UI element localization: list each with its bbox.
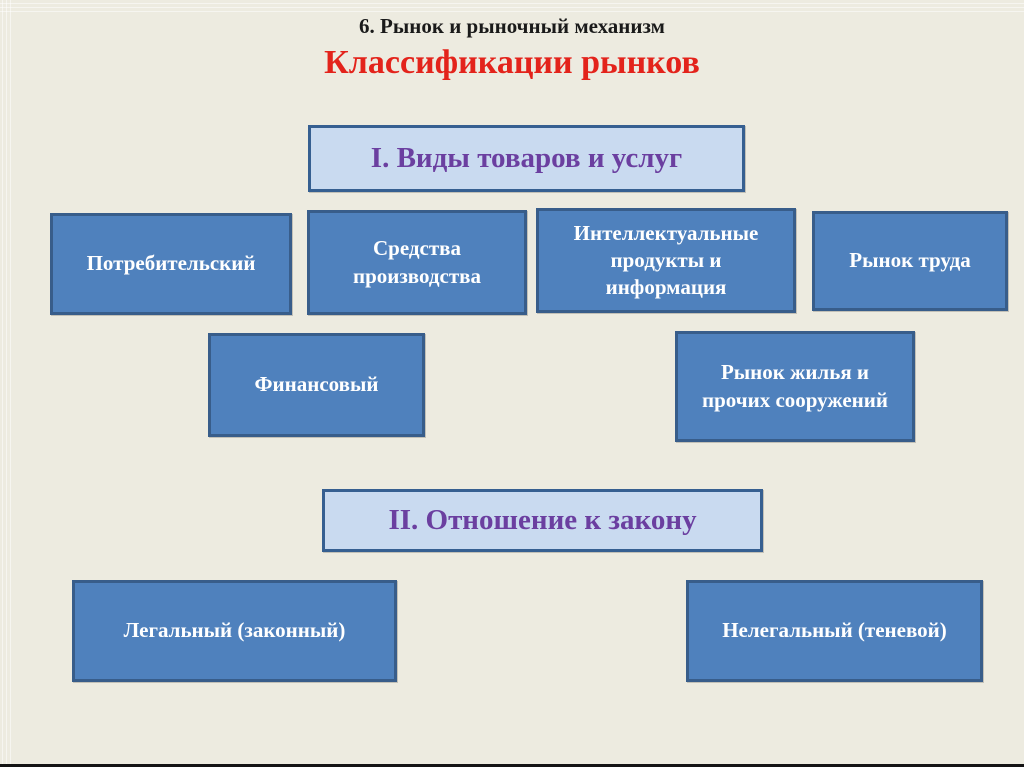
edge-guide-line [6, 0, 7, 767]
section-1-header: I. Виды товаров и услуг [308, 125, 745, 192]
slide-supertitle: 6. Рынок и рыночный механизм [359, 14, 665, 38]
category-box-housing-market: Рынок жилья и прочих сооружений [675, 331, 915, 442]
category-box-intellectual-products: Интеллектуальные продукты и информация [536, 208, 796, 313]
category-box-labor-market: Рынок труда [812, 211, 1008, 311]
category-box-consumer: Потребительский [50, 213, 292, 315]
slide-title: Классификации рынков [324, 44, 700, 81]
edge-guide-line [0, 11, 1024, 12]
edge-guide-line [0, 3, 1024, 4]
edge-guide-line [0, 7, 1024, 8]
section-2-header: II. Отношение к закону [322, 489, 763, 552]
category-box-illegal-market: Нелегальный (теневой) [686, 580, 983, 682]
slide-bottom-border [0, 764, 1024, 767]
edge-guide-line [10, 0, 11, 767]
category-box-financial: Финансовый [208, 333, 425, 437]
edge-guide-line [2, 0, 3, 767]
category-box-legal-market: Легальный (законный) [72, 580, 397, 682]
category-box-means-of-production: Средства производства [307, 210, 527, 315]
